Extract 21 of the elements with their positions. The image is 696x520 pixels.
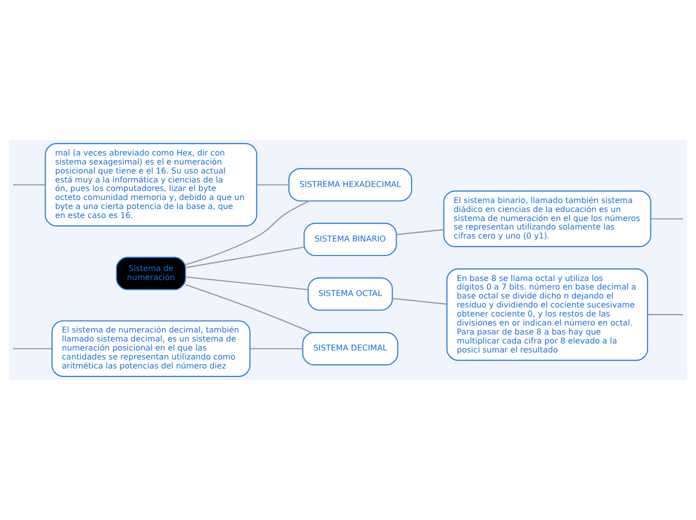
node-box: En base 8 se llama octal y utiliza los dígitos 0 a 7 bits. número en base decimal a base octal se divide dicho n dejando el residuo y dividiendo el cociente sucesivame obtener cociente 0, y los restos de las divisiones en or indican el número en octal. Para pasar de base 8 a bas hay que multiplicar cada cifra por 8 elevado a la posici sumar el resultado: [446, 268, 648, 361]
connector: [13, 184, 46, 186]
node-box: El sistema binario, llamado también sistema diádico en ciencias de la educación es un sistema de numeración en el que los números se representan utilizando solamente las cifras cero y uno (0 y1).: [443, 190, 652, 248]
node-box: mal (a veces abreviado como Hex, dir con sistema sexagesimal) es el e numeración posicional que tiene e el 16. Su uso actual está muy a la informática y ciencias de la ón, pues los computadores, lizar el byte octeto comunidad memoria y, debido a que un byte a una cierta potencia de la base a, que en este caso es 16.: [44, 143, 258, 226]
node-box: SISTEMA OCTAL: [308, 277, 393, 311]
node-box: SISTEMA BINARIO: [304, 222, 397, 256]
connector: [185, 200, 310, 266]
connector: [185, 284, 312, 333]
connector: [396, 229, 444, 236]
connector: [250, 348, 303, 350]
connector: [186, 246, 304, 268]
connector: [186, 276, 308, 290]
connector: [650, 218, 683, 220]
node-box: SISTEMA DECIMAL: [302, 332, 398, 366]
node-box: Sistema de numeración: [116, 256, 186, 290]
connector: [392, 298, 447, 305]
connector: [648, 314, 683, 316]
connector: [13, 348, 52, 350]
node-box: El sistema de numeración decimal, también llamado sistema decimal, es un sistema de numeración posicional en el que las cantidades se representan utilizando como aritmética las potencias del número diez: [52, 320, 250, 377]
connector: [256, 184, 289, 186]
node-box: SISTREMA HEXADECIMAL: [288, 168, 412, 202]
